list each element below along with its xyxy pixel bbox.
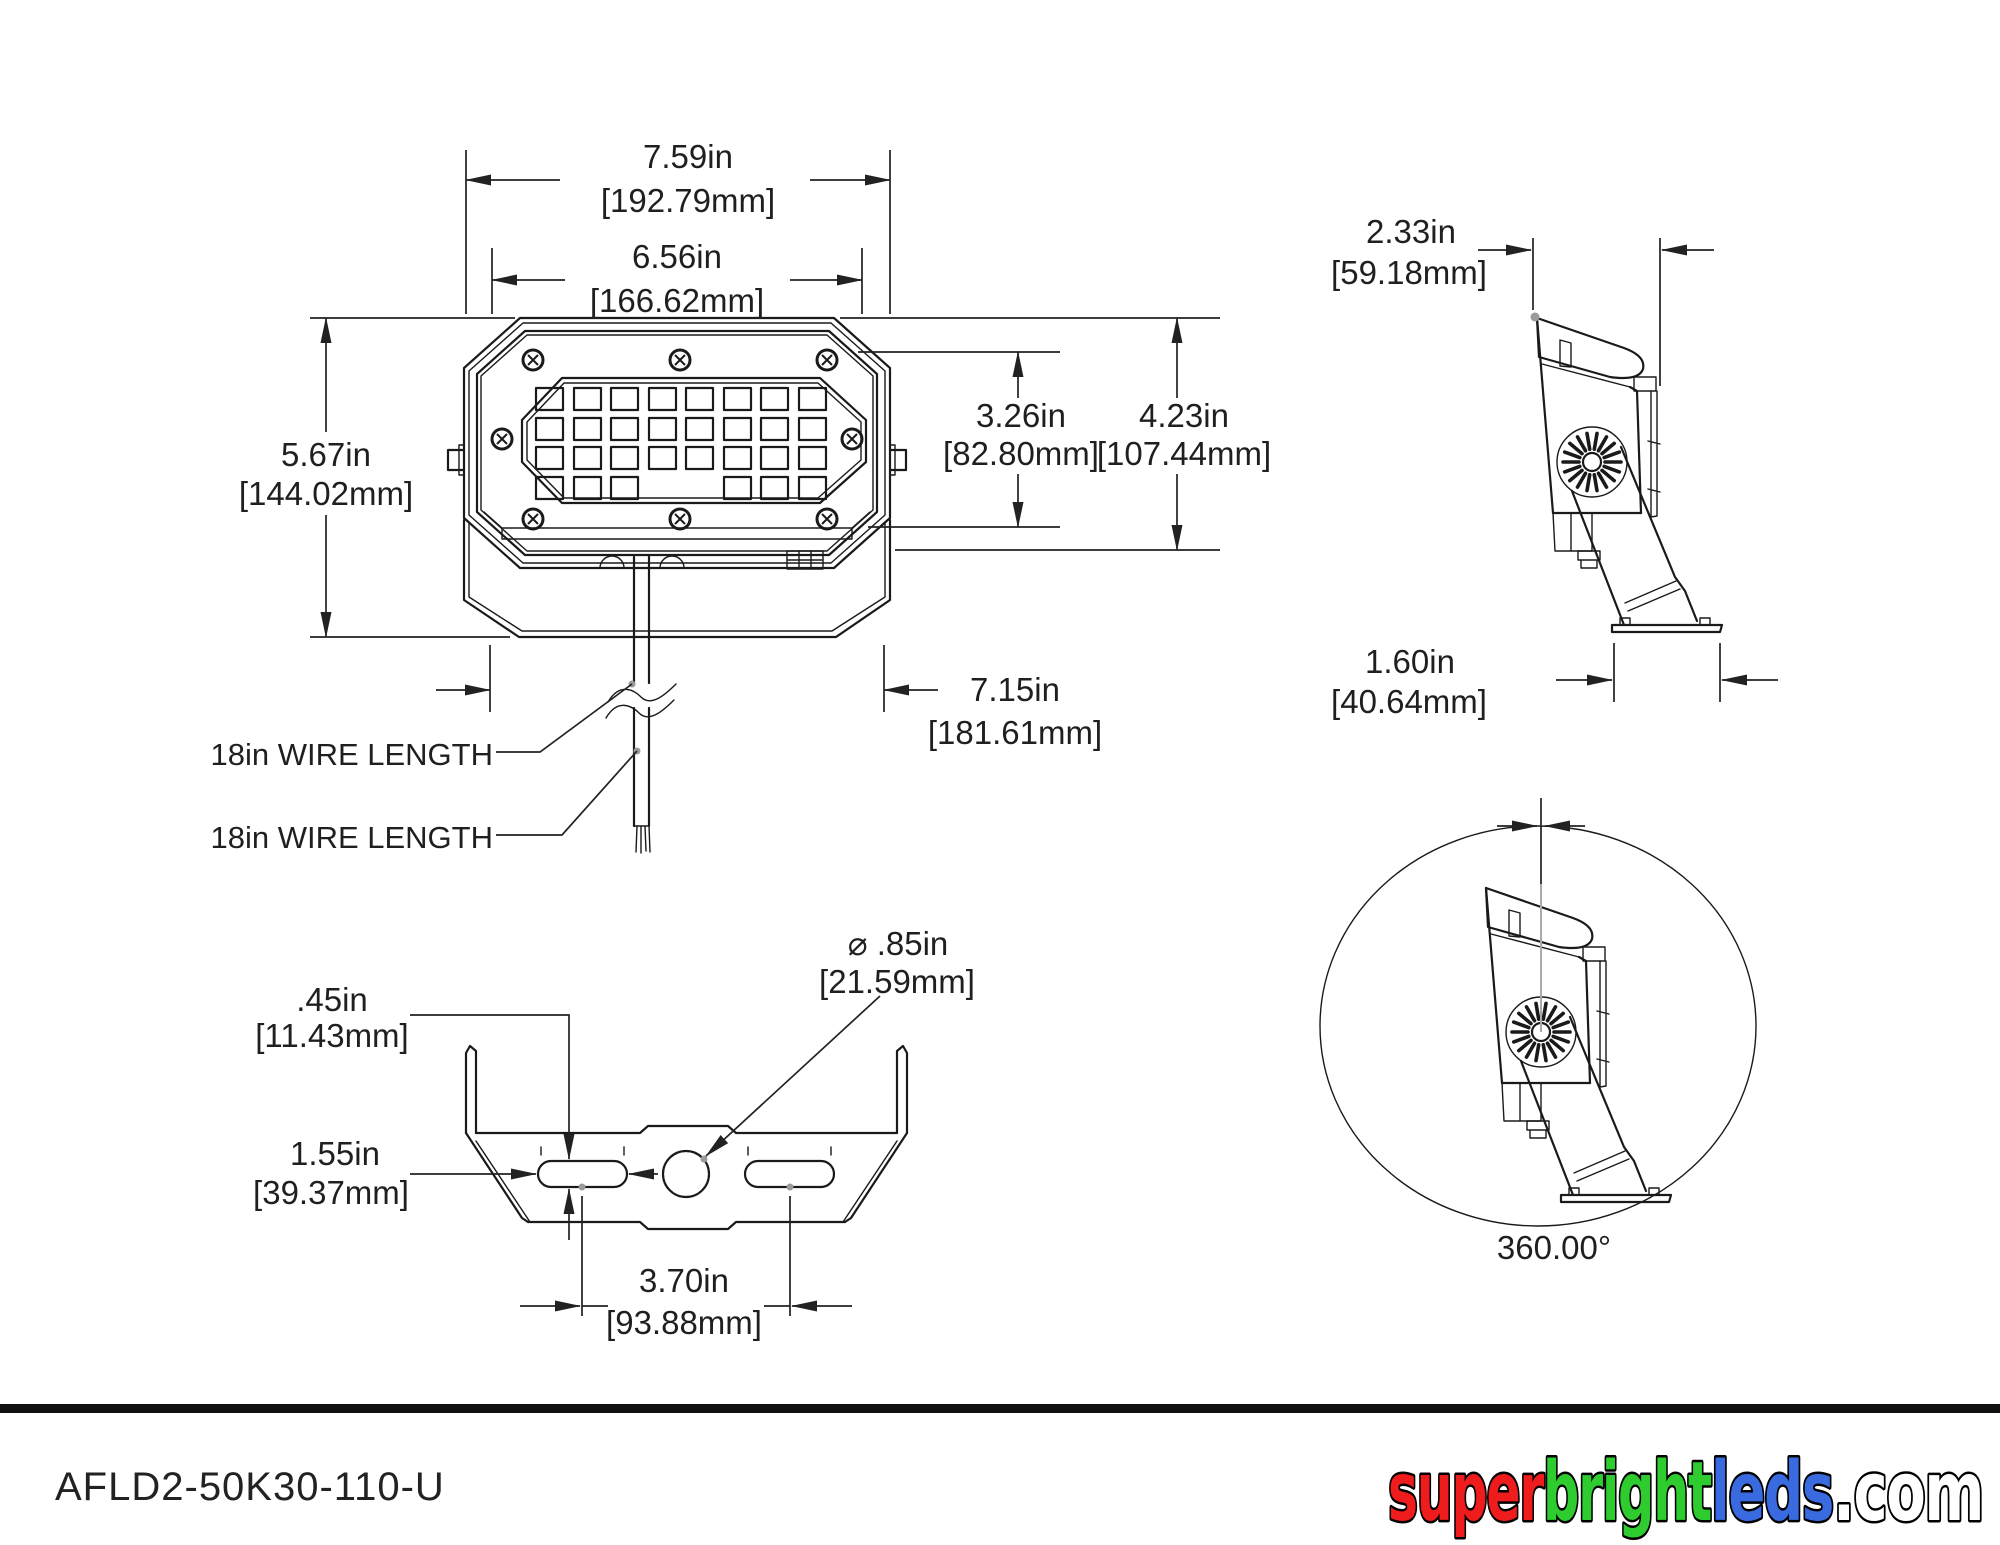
dim-base-depth: 1.60in [40.64mm] [1331, 643, 1778, 720]
dim-lens-width: 6.56in [166.62mm] [491, 238, 863, 319]
dim-body-height-in: 4.23in [1139, 397, 1229, 434]
dim-hole-diameter: ⌀ .85in [21.59mm] [705, 925, 975, 1157]
dim-outer-width-mm: [192.79mm] [601, 182, 775, 219]
dim-outer-width: 7.59in [192.79mm] [465, 138, 891, 314]
dim-slot-width-in: .45in [296, 981, 368, 1018]
dim-hole-diameter-mm: [21.59mm] [819, 963, 975, 1000]
front-view: 7.59in [192.79mm] 6.56in [166.62mm] 5.67… [210, 138, 1271, 855]
dim-slot-length: 1.55in [39.37mm] [253, 1135, 658, 1211]
logo-super: super [1388, 1445, 1545, 1540]
dim-height-in: 5.67in [281, 436, 371, 473]
dim-top-depth-mm: [59.18mm] [1331, 254, 1487, 291]
mount-slot-left [536, 1159, 629, 1189]
part-number: AFLD2-50K30-110-U [55, 1465, 445, 1509]
dim-slot-spacing-in: 3.70in [639, 1262, 729, 1299]
power-wire [605, 555, 677, 854]
logo-leds: leds [1711, 1445, 1833, 1540]
wire-break-symbol [605, 683, 677, 719]
superbrightleds-logo: superbrightleds.com [1388, 1445, 1983, 1540]
dim-slot-width-mm: [11.43mm] [255, 1017, 408, 1054]
screw-icons [490, 348, 864, 531]
dim-slot-length-in: 1.55in [290, 1135, 380, 1172]
dim-top-depth: 2.33in [59.18mm] [1331, 213, 1714, 386]
dim-bracket-width-mm: [181.61mm] [928, 714, 1102, 751]
dim-bracket-width: 7.15in [181.61mm] [436, 645, 1102, 751]
dim-height: 5.67in [144.02mm] [239, 317, 515, 638]
logo-com: .com [1833, 1445, 1983, 1540]
dim-lens-height-mm: [82.80mm] [943, 435, 1099, 472]
mount-slot-right [743, 1159, 836, 1189]
dim-slot-spacing: 3.70in [93.88mm] [520, 1196, 852, 1341]
rotation-view: 360.00° [1319, 798, 1757, 1266]
dim-slot-width: .45in [11.43mm] [255, 981, 575, 1240]
dim-lens-height: 3.26in [82.80mm] [858, 351, 1099, 528]
rotation-angle-label: 360.00° [1497, 1229, 1611, 1266]
logo-bright: bright [1543, 1445, 1711, 1540]
dim-height-mm: [144.02mm] [239, 475, 413, 512]
dim-outer-width-in: 7.59in [643, 138, 733, 175]
wire-length-label-bottom: 18in WIRE LENGTH [210, 820, 493, 855]
mount-hole [661, 1149, 711, 1199]
dim-bracket-width-in: 7.15in [970, 671, 1060, 708]
led-grid [534, 386, 828, 501]
dim-hole-diameter-in: ⌀ .85in [848, 925, 949, 962]
dim-lens-height-in: 3.26in [976, 397, 1066, 434]
dim-slot-length-mm: [39.37mm] [253, 1174, 409, 1211]
footer: AFLD2-50K30-110-U superbrightleds.com [0, 1404, 2000, 1543]
side-view: 2.33in [59.18mm] 1.60in [40.64mm] [1331, 213, 1778, 720]
terminal-block [786, 550, 824, 570]
bottom-view: .45in [11.43mm] 1.55in [39.37mm] 3.70in … [253, 925, 975, 1341]
wire-length-label-top: 18in WIRE LENGTH [210, 737, 493, 772]
dim-top-depth-in: 2.33in [1366, 213, 1456, 250]
dim-base-depth-mm: [40.64mm] [1331, 683, 1487, 720]
footer-divider [0, 1404, 2000, 1413]
rotation-circle [1319, 825, 1757, 1227]
dim-base-depth-in: 1.60in [1365, 643, 1455, 680]
dim-body-height-mm: [107.44mm] [1097, 435, 1271, 472]
dim-body-height: 4.23in [107.44mm] [840, 317, 1271, 551]
dim-lens-width-in: 6.56in [632, 238, 722, 275]
dim-lens-width-mm: [166.62mm] [590, 282, 764, 319]
dim-slot-spacing-mm: [93.88mm] [606, 1304, 762, 1341]
wire-length-callout-bottom: 18in WIRE LENGTH [210, 750, 638, 855]
wire-length-callout-top: 18in WIRE LENGTH [210, 683, 633, 772]
